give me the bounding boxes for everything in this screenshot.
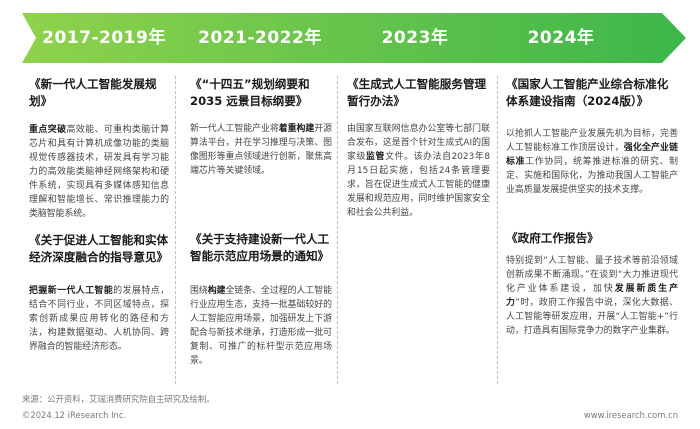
policy-highlight: 监管 bbox=[366, 152, 386, 162]
column-divider bbox=[175, 76, 176, 384]
policy-description: 把握新一代人工智能的发展特点，结合不同行业，不同区域特点，探索创新成果应用转化的… bbox=[29, 286, 170, 352]
policy-title: 《生成式人工智能服务管理暂行办法》 bbox=[347, 77, 487, 108]
policy-title: 《关于促进人工智能和实体经济深度融合的指导意见》 bbox=[29, 233, 169, 264]
year-label-2017-2019: 2017-2019年 bbox=[42, 28, 166, 48]
policy-title: 《“十四五”规划纲要和2035 远景目标纲要》 bbox=[190, 77, 310, 108]
copyright-text: ©2024.12 iResearch Inc. bbox=[22, 410, 127, 420]
timeline-arrow bbox=[22, 13, 686, 63]
policy-highlight: 强化全产业链标准 bbox=[506, 143, 678, 167]
policy-description: 以抢抓人工智能产业发展先机为目标，完善人工智能标准工作顶层设计，强化全产业链标准… bbox=[506, 129, 679, 195]
policy-description: 新一代人工智能产业将着重构建开源算法平台，并在学习推理与决策、图像图形等重点领域… bbox=[190, 124, 332, 176]
policy-highlight: 发展新质生产力 bbox=[506, 284, 678, 308]
policy-title: 《新一代人工智能发展规划》 bbox=[29, 77, 157, 108]
year-label-2024: 2024年 bbox=[527, 28, 595, 48]
policy-description: 围绕构建全链条、全过程的人工智能行业应用生态，支持一批基础较好的人工智能应用场景… bbox=[190, 286, 332, 366]
source-note: 来源：公开资料，艾瑞消费研究院自主研究及绘制。 bbox=[22, 394, 215, 404]
policy-title: 《国家人工智能产业综合标准化体系建设指南（2024版）》 bbox=[506, 77, 669, 108]
year-label-2021-2022: 2021-2022年 bbox=[198, 28, 322, 48]
timeline-arrow-shape bbox=[22, 13, 686, 63]
policy-highlight: 着重构建 bbox=[278, 124, 315, 134]
policy-description: 重点突破高效能、可重构类脑计算芯片和具有计算机成像功能的类脑视觉传感器技术，研发… bbox=[29, 125, 170, 219]
website-link[interactable]: www.iresearch.com.cn bbox=[583, 410, 678, 420]
policy-title: 《政府工作报告》 bbox=[506, 231, 599, 245]
column-divider bbox=[337, 76, 338, 384]
policy-highlight: 把握新一代人工智能 bbox=[29, 286, 114, 296]
policy-highlight: 构建 bbox=[207, 286, 226, 296]
year-label-2023: 2023年 bbox=[381, 28, 449, 48]
policy-highlight: 重点突破 bbox=[29, 125, 67, 135]
policy-title: 《关于支持建设新一代人工智能示范应用场景的通知》 bbox=[190, 232, 330, 263]
policy-description: 由国家互联网信息办公室等七部门联合发布，这是首个针对生成式AI的国家级监管文件。… bbox=[347, 124, 491, 218]
column-divider bbox=[497, 76, 498, 384]
policy-description: 特别提到“人工智能、量子技术等前沿领域创新成果不断涌现。”在谈到“大力推进现代化… bbox=[506, 256, 678, 336]
